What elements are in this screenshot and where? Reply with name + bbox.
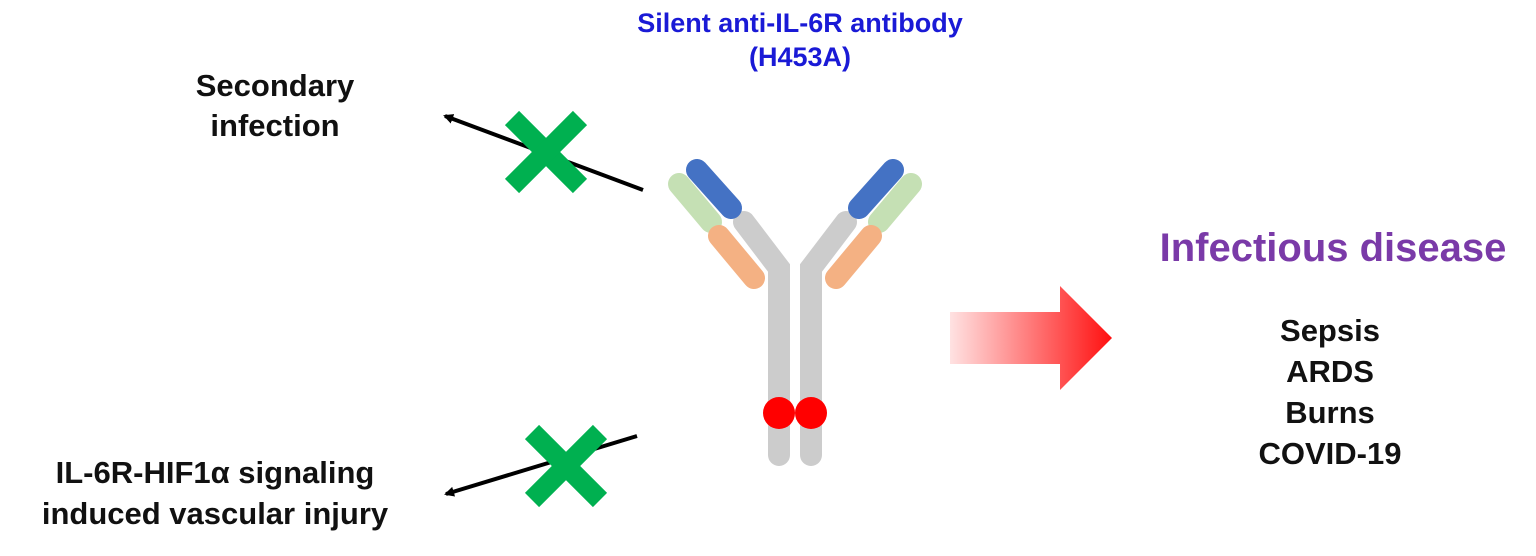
condition-covid19: COVID-19 <box>1258 436 1402 471</box>
light-chain-constant-left <box>708 225 765 289</box>
antibody-subtitle: (H453A) <box>748 42 852 72</box>
antibody-title: Silent anti-IL-6R antibody <box>637 8 963 38</box>
antibody-icon <box>668 159 922 466</box>
infectious-disease-heading: Infectious disease <box>1159 226 1507 270</box>
block-cross-icon-top <box>504 110 588 194</box>
vascular-injury-label-line1: IL-6R-HIF1α signaling <box>55 455 375 490</box>
condition-ards: ARDS <box>1286 354 1374 389</box>
right-arrow-icon <box>950 286 1112 390</box>
variable-heavy-right <box>848 159 904 219</box>
fc-mutation-dot-right <box>795 397 827 429</box>
light-chain-variable-left <box>668 173 722 233</box>
condition-burns: Burns <box>1285 395 1375 430</box>
secondary-infection-label-line1: Secondary <box>195 68 355 103</box>
light-chain-constant-right <box>825 225 882 289</box>
fc-mutation-dot-left <box>763 397 795 429</box>
heavy-chain-right <box>800 211 857 466</box>
variable-heavy-left <box>686 159 742 219</box>
light-chain-variable-right <box>868 173 922 233</box>
arrow-to-vascular-injury <box>444 434 638 497</box>
secondary-infection-label-line2: infection <box>210 108 340 143</box>
block-cross-icon-bottom <box>524 424 608 508</box>
heavy-chain-left <box>733 211 790 466</box>
vascular-injury-label-line2: induced vascular injury <box>41 496 389 531</box>
condition-sepsis: Sepsis <box>1280 313 1380 348</box>
